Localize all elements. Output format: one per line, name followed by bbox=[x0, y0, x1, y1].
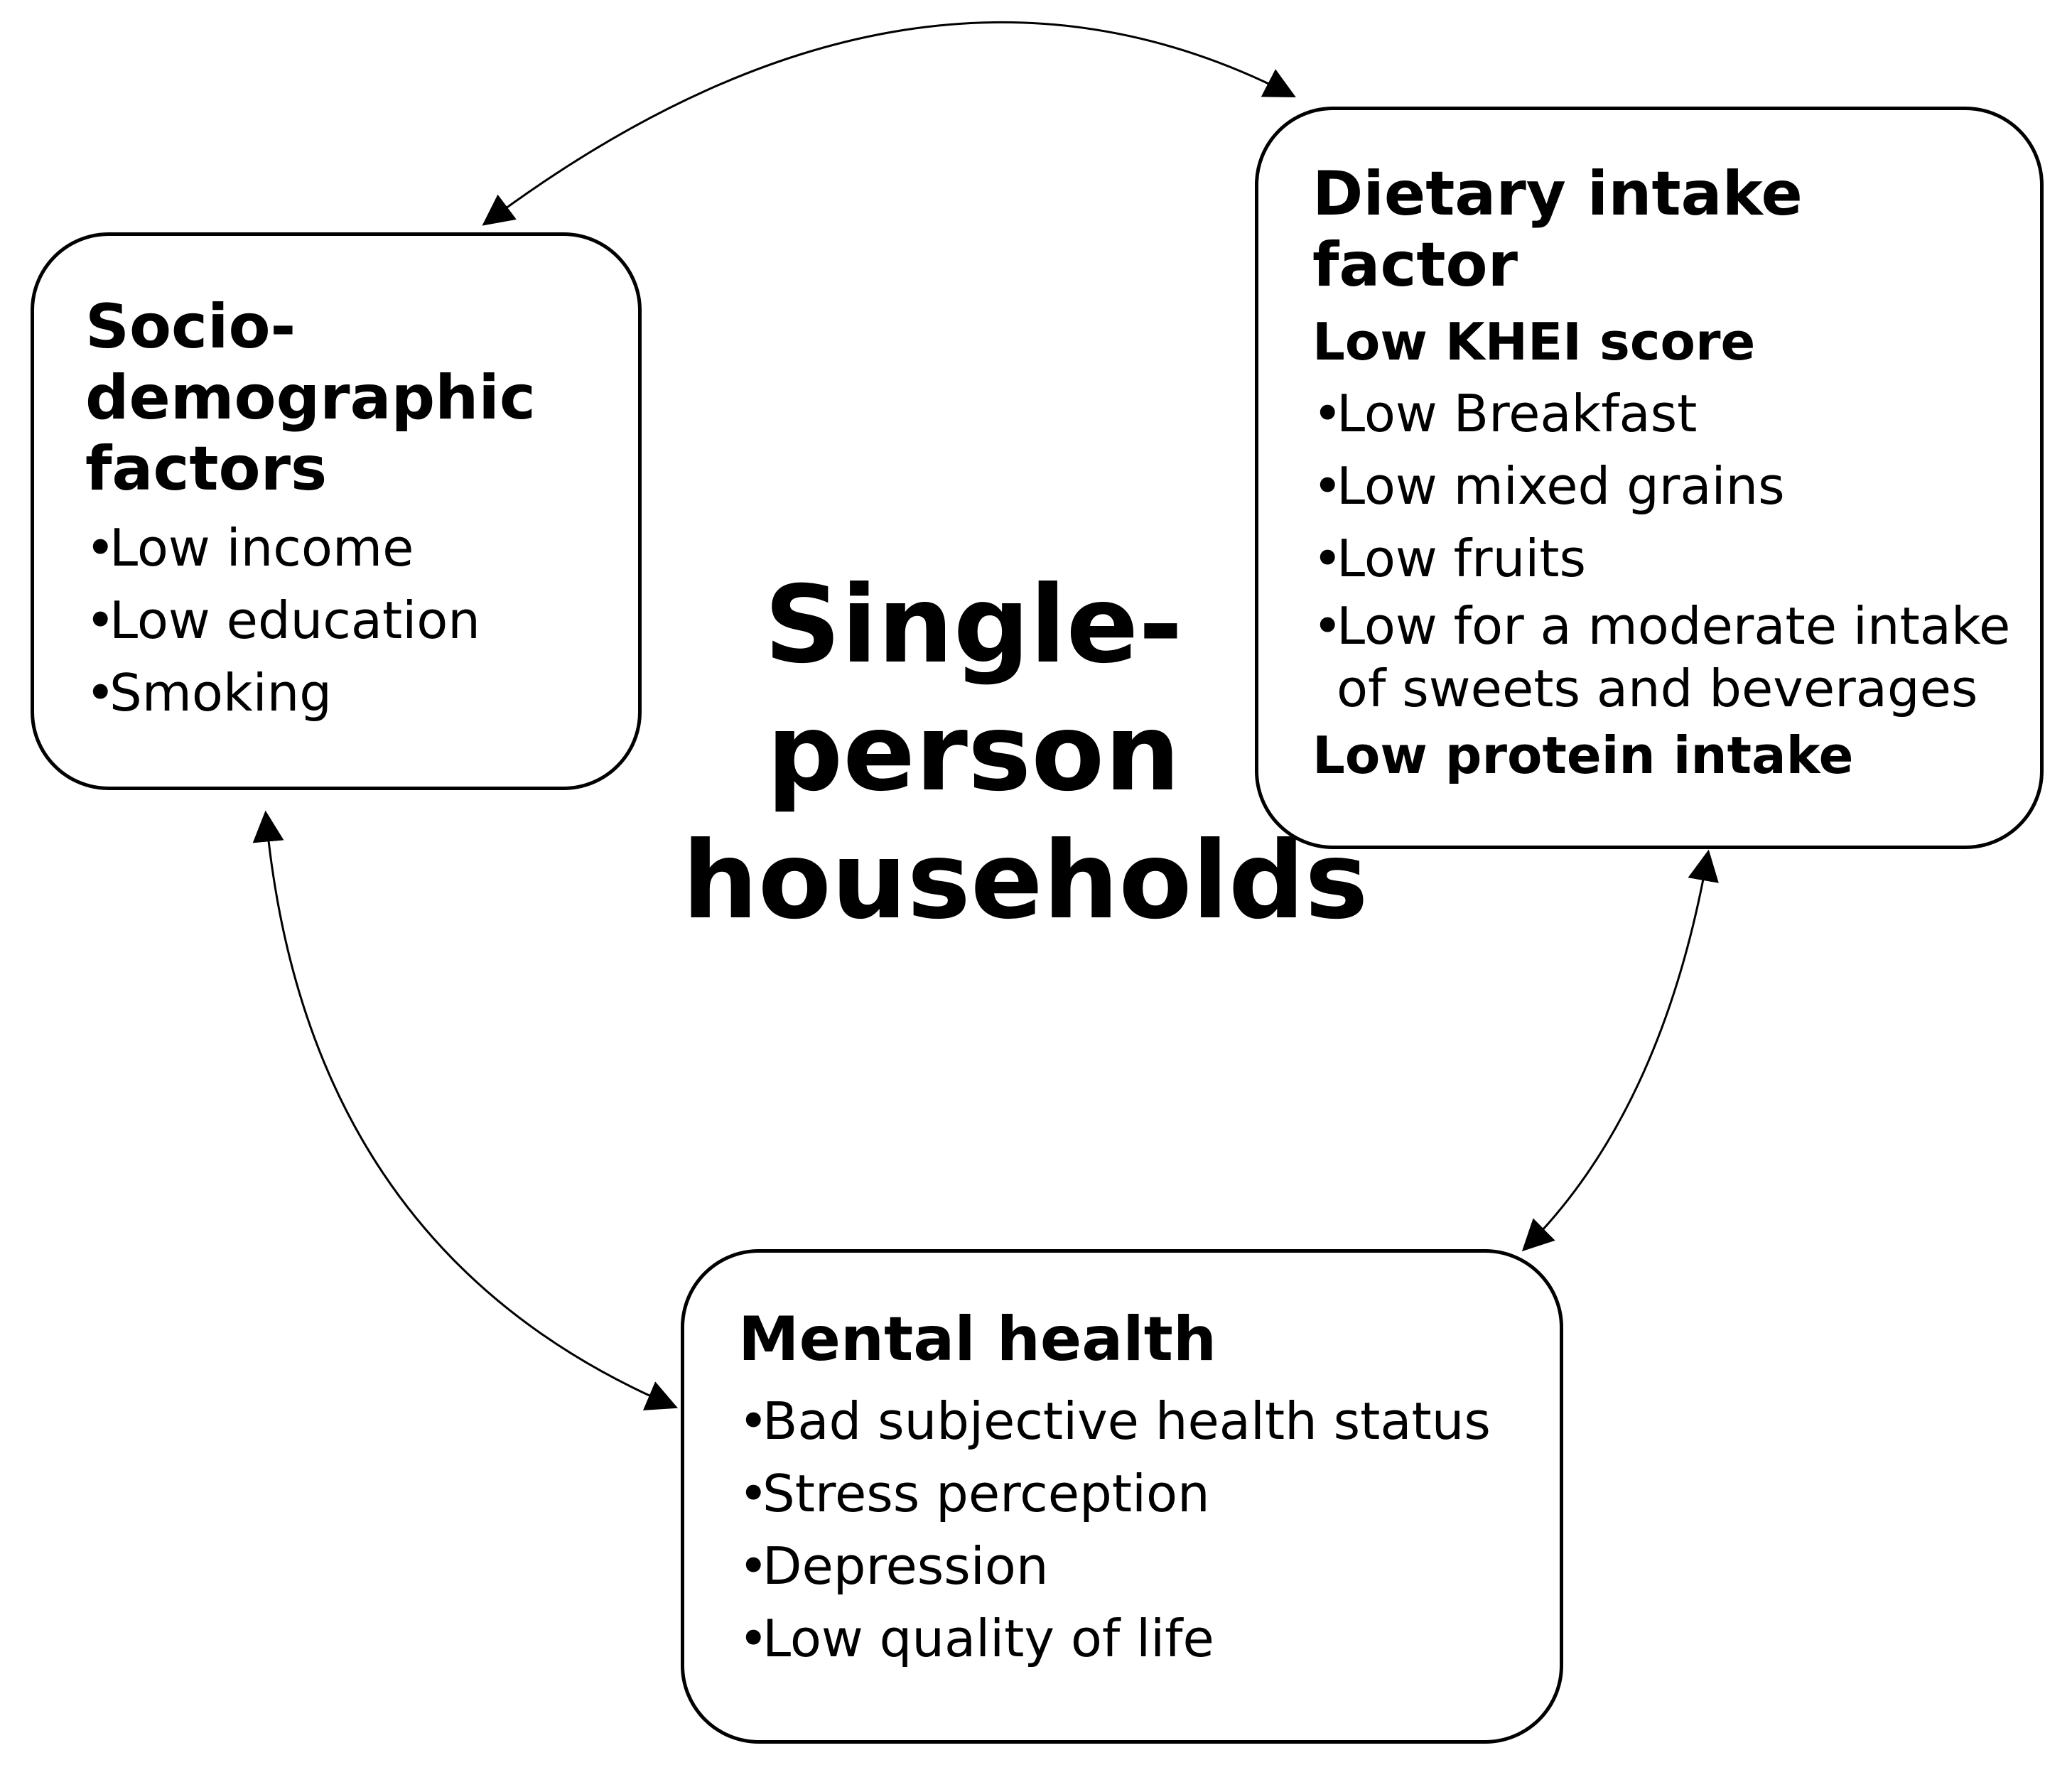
bullet: • bbox=[738, 1391, 769, 1451]
diet-title: Dietary intake factor bbox=[1312, 158, 1803, 301]
diet-item-list: •Low Breakfast •Low mixed grains •Low fr… bbox=[1312, 377, 2019, 720]
item-text: Stress perception bbox=[762, 1464, 1210, 1523]
socio-title-line: factors bbox=[85, 433, 328, 504]
bullet: • bbox=[738, 1609, 769, 1668]
list-item: •Low fruits bbox=[1312, 522, 2019, 595]
arrow-diet-mental bbox=[1521, 849, 1719, 1252]
item-text: Low income bbox=[109, 518, 414, 578]
list-item: •Stress perception bbox=[738, 1457, 1538, 1530]
center-title-line: households bbox=[682, 819, 1369, 943]
socio-title: Socio- demographic factors bbox=[85, 291, 610, 504]
center-title-line: person bbox=[766, 691, 1181, 815]
bullet: • bbox=[1312, 529, 1343, 588]
bullet: • bbox=[1312, 596, 1343, 656]
bullet: • bbox=[85, 663, 116, 723]
diet-subtitle: Low KHEI score bbox=[1312, 312, 1756, 372]
center-title-line: Single- bbox=[764, 563, 1183, 687]
item-text: Low education bbox=[109, 590, 480, 650]
list-item: •Low for a moderate intake of sweets and… bbox=[1312, 595, 2019, 720]
item-text: Low quality of life bbox=[762, 1609, 1214, 1668]
list-item: •Depression bbox=[738, 1530, 1538, 1602]
socio-title-line: demographic bbox=[85, 362, 536, 433]
socio-title-line: Socio- bbox=[85, 291, 296, 362]
list-item: •Low mixed grains bbox=[1312, 450, 2019, 522]
item-text: Smoking bbox=[109, 663, 332, 723]
list-item: •Bad subjective health status bbox=[738, 1385, 1538, 1457]
list-item: •Low quality of life bbox=[738, 1602, 1538, 1675]
mental-health-box: Mental health •Bad subjective health sta… bbox=[681, 1249, 1563, 1744]
item-text: Low for a moderate intake of sweets and … bbox=[1337, 596, 2011, 718]
item-text: Low Breakfast bbox=[1337, 384, 1698, 443]
dietary-intake-box: Dietary intake factor Low KHEI score •Lo… bbox=[1255, 107, 2044, 849]
arrow-socio-diet bbox=[482, 21, 1296, 226]
socio-demographic-box: Socio- demographic factors •Low income •… bbox=[31, 232, 642, 790]
arrow-socio-mental bbox=[252, 810, 679, 1410]
socio-item-list: •Low income •Low education •Smoking bbox=[85, 512, 610, 729]
list-item: •Low education bbox=[85, 584, 610, 657]
item-text: Low mixed grains bbox=[1337, 456, 1785, 516]
mental-title: Mental health bbox=[738, 1304, 1217, 1375]
list-item: •Low income bbox=[85, 512, 610, 584]
item-text: Low fruits bbox=[1337, 529, 1586, 588]
list-item: •Low Breakfast bbox=[1312, 377, 2019, 450]
item-text: Depression bbox=[762, 1536, 1049, 1596]
bullet: • bbox=[1312, 456, 1343, 516]
bullet: • bbox=[85, 518, 116, 578]
bullet: • bbox=[738, 1536, 769, 1596]
list-item: •Smoking bbox=[85, 657, 610, 729]
diet-footer: Low protein intake bbox=[1312, 725, 1854, 785]
item-text: Bad subjective health status bbox=[762, 1391, 1491, 1451]
bullet: • bbox=[85, 590, 116, 650]
bullet: • bbox=[738, 1464, 769, 1523]
center-title: Single- person households bbox=[682, 561, 1369, 945]
bullet: • bbox=[1312, 384, 1343, 443]
mental-item-list: •Bad subjective health status •Stress pe… bbox=[738, 1385, 1538, 1675]
